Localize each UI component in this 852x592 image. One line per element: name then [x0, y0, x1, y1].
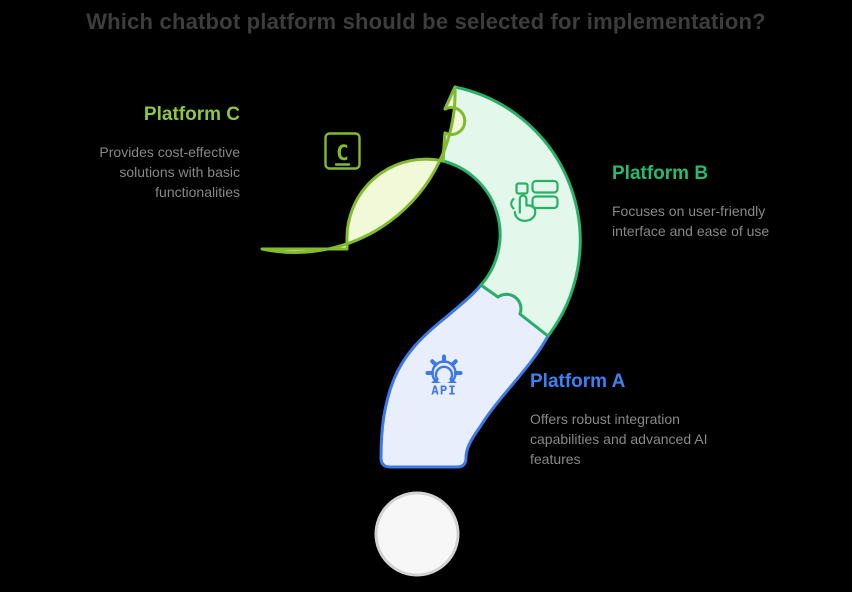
platform-c-description: Provides cost-effective solutions with b…	[99, 144, 240, 200]
svg-text:API: API	[431, 383, 457, 398]
svg-text:C: C	[336, 141, 349, 165]
puzzle-piece-platform-c	[260, 85, 467, 254]
platform-b-callout: Platform B Focuses on user-friendly inte…	[612, 163, 787, 241]
hand-select-list-icon	[510, 179, 559, 222]
platform-c-callout: Platform C Provides cost-effective solut…	[60, 104, 240, 202]
platform-a-label: Platform A	[530, 371, 626, 392]
platform-b-description: Focuses on user-friendly interface and e…	[612, 203, 770, 239]
platform-a-description: Offers robust integration capabilities a…	[530, 411, 708, 467]
question-mark-dot	[374, 491, 460, 577]
page-title: Which chatbot platform should be selecte…	[86, 9, 766, 34]
platform-b-label: Platform B	[612, 163, 709, 184]
c-letter-badge-icon: C	[324, 132, 361, 170]
api-gear-icon: API	[425, 354, 463, 398]
platform-c-label: Platform C	[143, 104, 240, 125]
platform-a-callout: Platform A Offers robust integration cap…	[530, 371, 725, 469]
